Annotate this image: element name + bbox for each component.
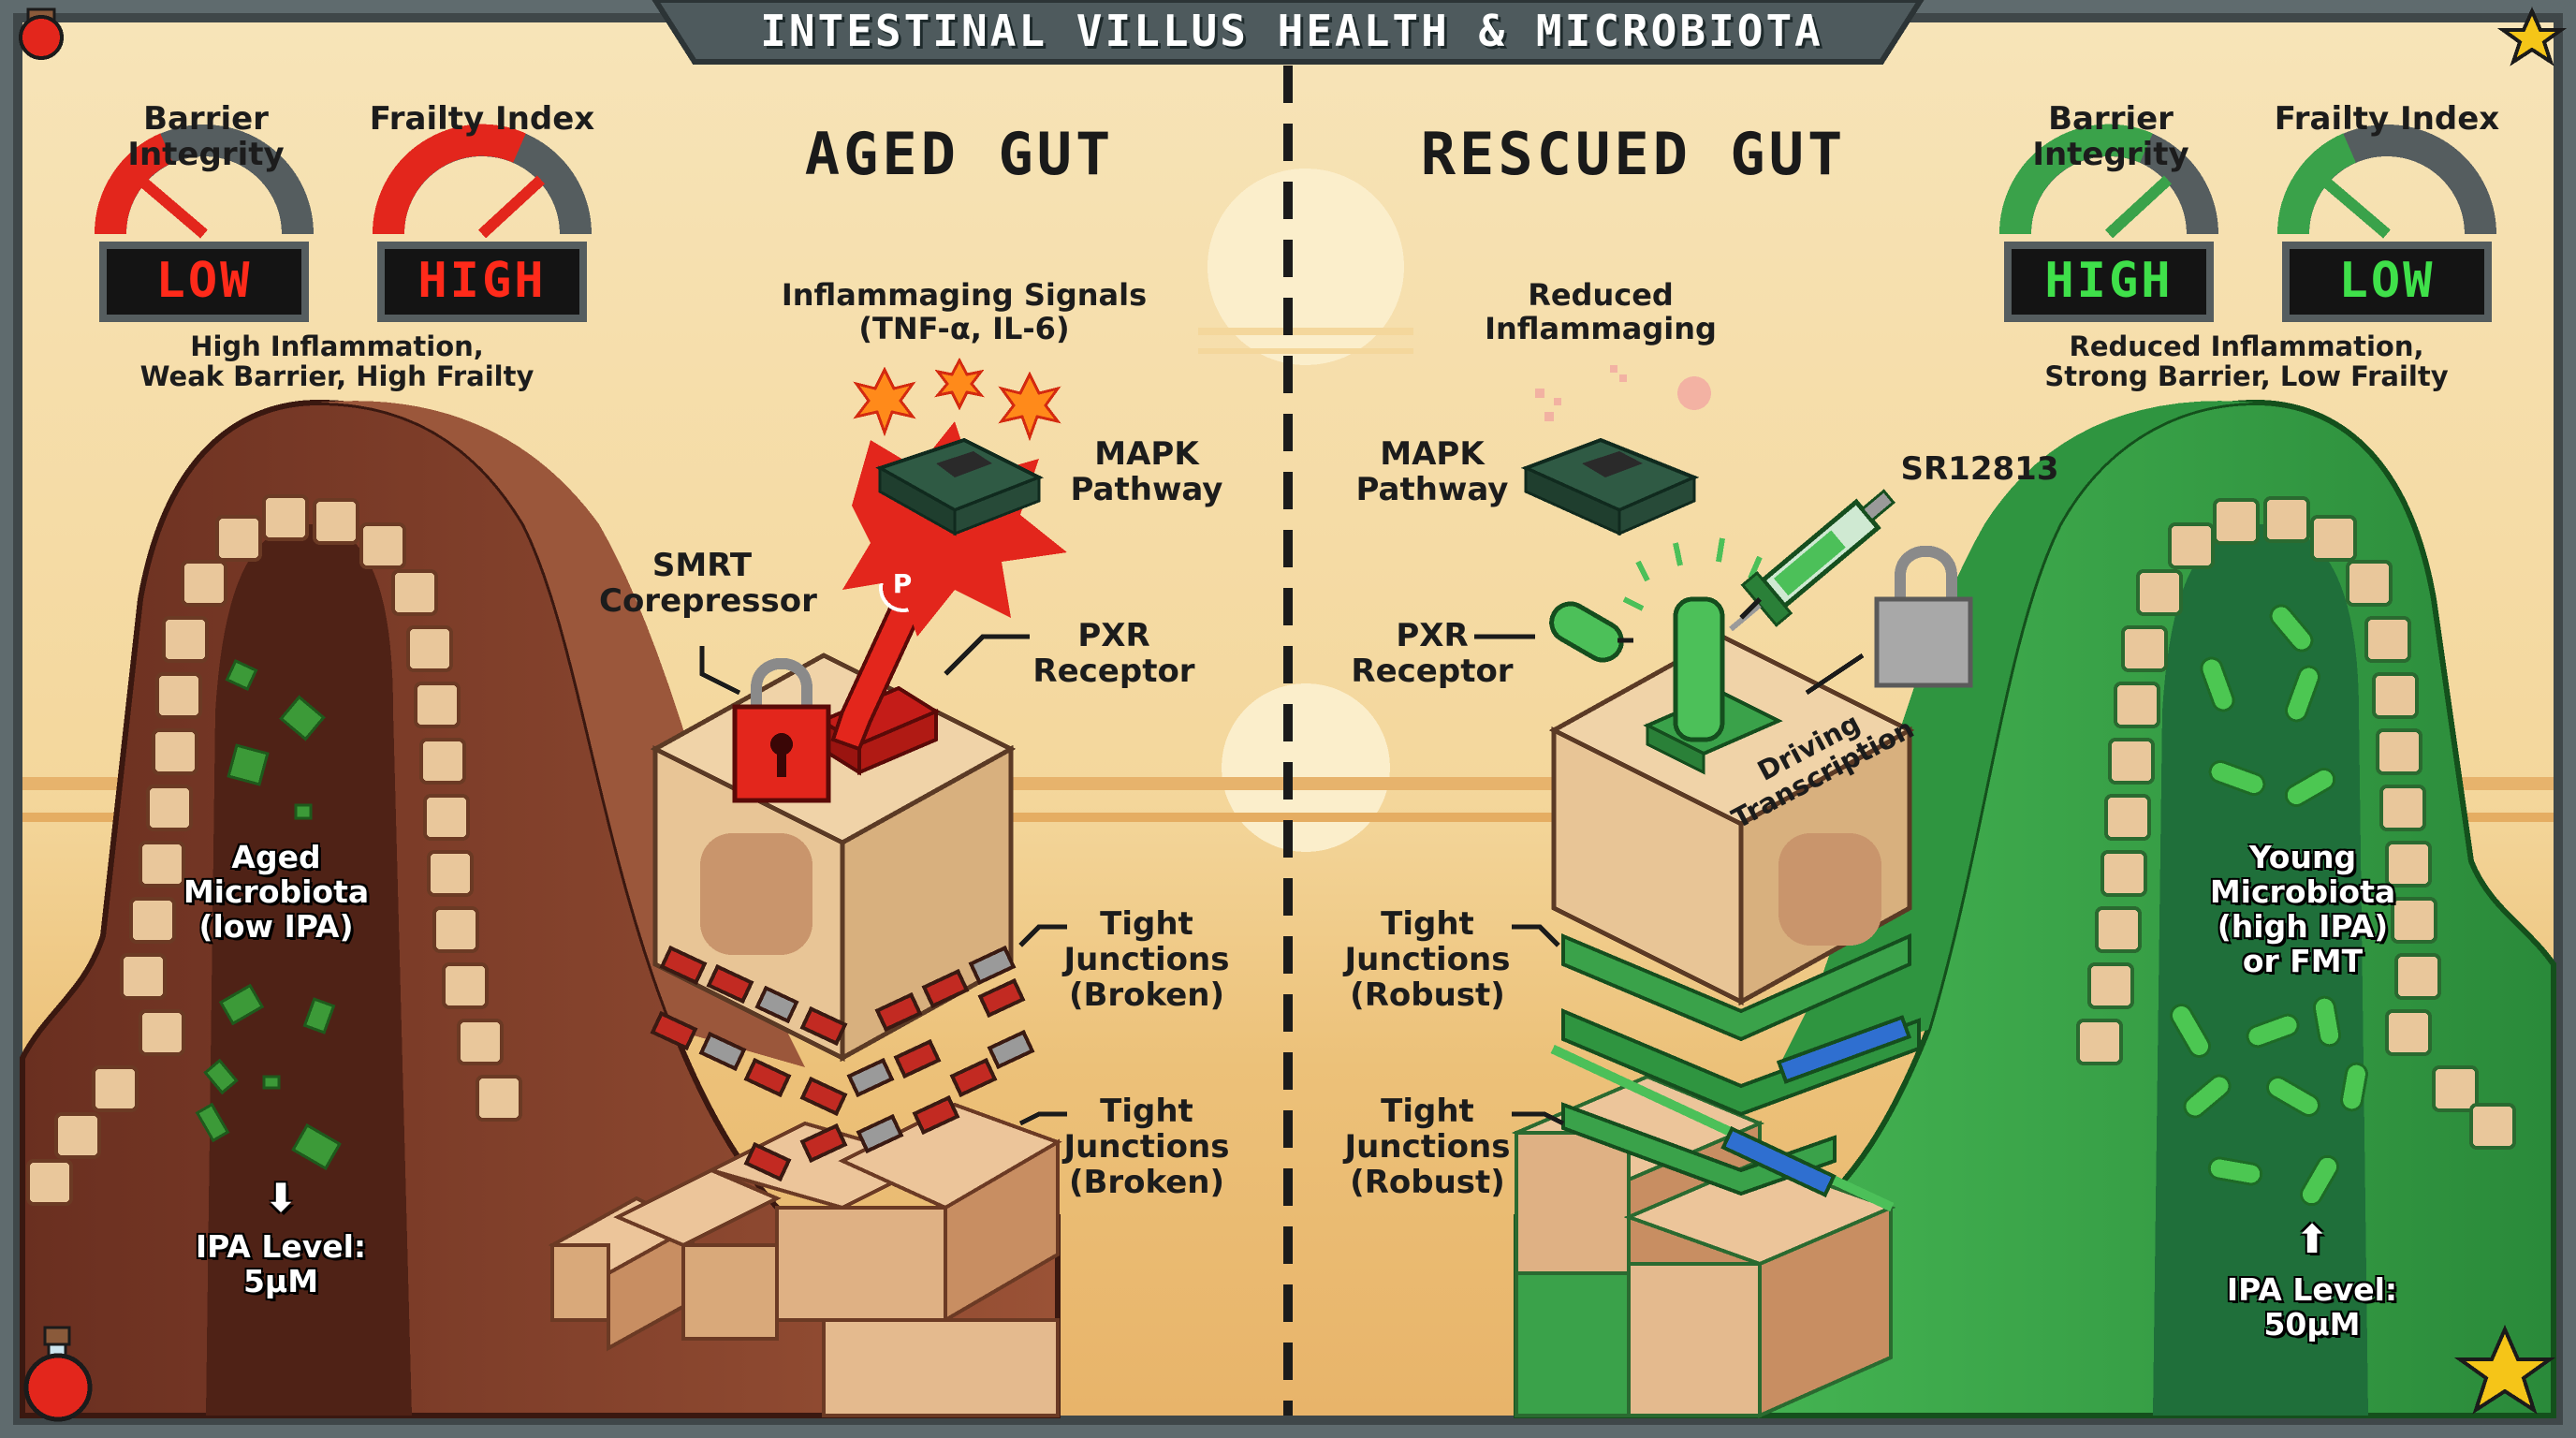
rescued-tj2-label: Tight Junctions (Robust) xyxy=(1339,1093,1516,1200)
rescued-heading: RESCUED GUT xyxy=(1420,120,1847,188)
rescued-signals-label: Reduced Inflammaging xyxy=(1460,277,1741,346)
aged-ipa-line2: 5μM xyxy=(242,1262,319,1299)
gauge-aged-barrier xyxy=(94,125,314,322)
young-microbes xyxy=(2170,604,2368,1207)
aged-ipa-line1: IPA Level: xyxy=(195,1228,367,1265)
young-micro-line1: Young xyxy=(2248,839,2357,875)
aged-micro-line2: Microbiota xyxy=(183,873,370,910)
rescued-ipa-line1: IPA Level: xyxy=(2226,1271,2398,1308)
aged-signals-line2: (TNF-α, IL-6) xyxy=(858,310,1070,346)
aged-tj1-line2: Junctions xyxy=(1063,941,1230,979)
aged-heading: AGED GUT xyxy=(804,120,1115,188)
rescued-tj2-line1: Tight xyxy=(1381,1093,1474,1130)
aged-smrt-line2: Corepressor xyxy=(599,582,817,621)
down-arrow-icon: ⬇ xyxy=(264,1175,298,1221)
leader-lines xyxy=(699,634,1565,1126)
young-micro-line2: Microbiota xyxy=(2209,873,2396,910)
aged-frailty-label: Frailty Index xyxy=(369,100,595,138)
rescued-summary-line2: Strong Barrier, Low Frailty xyxy=(2044,360,2449,393)
faded-bursts xyxy=(1535,365,1711,421)
drug-label: SR12813 xyxy=(1900,450,2059,488)
syringe-icon xyxy=(1729,489,1895,632)
rescued-mapk-label: MAPK Pathway xyxy=(1348,436,1516,507)
aged-tj2-line1: Tight xyxy=(1100,1093,1193,1130)
rescued-tj1-line1: Tight xyxy=(1381,905,1474,943)
aged-summary: High Inflammation, Weak Barrier, High Fr… xyxy=(131,331,543,392)
aged-mapk-chip xyxy=(842,421,1067,637)
aged-signals-line1: Inflammaging Signals xyxy=(781,277,1148,313)
aged-tj2-line3: (Broken) xyxy=(1068,1164,1225,1202)
aged-summary-line1: High Inflammation, xyxy=(190,330,484,362)
gauge-aged-frailty xyxy=(372,124,592,322)
rescued-barrier-label: Barrier Integrity xyxy=(2032,100,2189,174)
rescued-tj1-line2: Junctions xyxy=(1344,941,1511,979)
rescued-pxr-line2: Receptor xyxy=(1351,653,1514,691)
rescued-tj1-line3: (Robust) xyxy=(1350,976,1505,1015)
rescued-barrier-value: HIGH xyxy=(2044,253,2174,309)
rescued-tj1-label: Tight Junctions (Robust) xyxy=(1339,906,1516,1013)
aged-tj1-line3: (Broken) xyxy=(1068,976,1225,1015)
aged-tj1-line1: Tight xyxy=(1100,905,1193,943)
activation-sparks xyxy=(1622,537,1763,611)
rescued-mapk-line1: MAPK xyxy=(1380,435,1485,473)
aged-pxr-label: PXR Receptor xyxy=(1030,618,1198,689)
rescued-frailty-value: LOW xyxy=(2338,253,2436,309)
young-micro-line4: or FMT xyxy=(2242,942,2364,979)
aged-barrier-label: Barrier Integrity xyxy=(127,100,285,174)
aged-tj2-label: Tight Junctions (Broken) xyxy=(1058,1093,1236,1200)
aged-smrt-line1: SMRT xyxy=(651,547,753,584)
aged-tj2-line2: Junctions xyxy=(1063,1128,1230,1167)
gauge-rescued-frailty xyxy=(2276,125,2496,322)
sun-left xyxy=(1198,169,1413,852)
rescued-summary: Reduced Inflammation, Strong Barrier, Lo… xyxy=(2041,331,2452,392)
rescued-frailty-label: Frailty Index xyxy=(2274,100,2500,138)
gauge-rescued-barrier xyxy=(1998,124,2218,322)
young-micro-line3: (high IPA) xyxy=(2217,907,2389,945)
aged-micro-line3: (low IPA) xyxy=(198,907,354,945)
page-title: INTESTINAL VILLUS HEALTH & MICROBIOTA xyxy=(760,6,1823,56)
rescued-signals-line2: Inflammaging xyxy=(1485,310,1717,346)
up-arrow-icon: ⬆ xyxy=(2295,1216,2329,1262)
phospho-badge: P xyxy=(892,568,913,599)
aged-microbes xyxy=(195,658,342,1171)
rescued-lever xyxy=(1643,596,1783,775)
aged-mapk-line2: Pathway xyxy=(1070,471,1223,509)
rescued-tight-junctions xyxy=(1561,932,1921,1197)
rescued-pxr-line1: PXR xyxy=(1396,617,1469,654)
aged-frailty-value: HIGH xyxy=(417,253,547,309)
aged-mapk-label: MAPK Pathway xyxy=(1067,436,1226,507)
rescued-pxr-label: PXR Receptor xyxy=(1348,618,1516,689)
aged-microbiota-label: Aged Microbiota (low IPA) xyxy=(168,839,384,945)
star-icon xyxy=(2453,7,2568,1415)
rescued-ipa-line2: 50μM xyxy=(2263,1305,2361,1343)
aged-pxr-line2: Receptor xyxy=(1032,653,1195,691)
aged-smrt-label: SMRT Corepressor xyxy=(599,547,817,621)
rescued-ipa-label: IPA Level: 50μM xyxy=(2209,1271,2415,1343)
aged-signals-label: Inflammaging Signals (TNF-α, IL-6) xyxy=(768,277,1161,346)
aged-barrier-value: LOW xyxy=(155,253,253,309)
aged-tight-junctions xyxy=(650,945,1035,1182)
aged-ipa-label: IPA Level: 5μM xyxy=(178,1228,384,1299)
aged-villus xyxy=(20,399,1062,1418)
rescued-tj2-line2: Junctions xyxy=(1344,1128,1511,1167)
open-lock-icon xyxy=(1874,545,1973,688)
rescued-tj2-line3: (Robust) xyxy=(1350,1164,1505,1202)
aged-micro-line1: Aged xyxy=(231,839,321,875)
young-microbiota-label: Young Microbiota (high IPA) or FMT xyxy=(2144,839,2462,979)
rescued-signals-line1: Reduced xyxy=(1528,277,1674,313)
aged-pxr-line1: PXR xyxy=(1077,617,1150,654)
aged-tj1-label: Tight Junctions (Broken) xyxy=(1058,906,1236,1013)
lock-icon xyxy=(732,657,831,803)
burst-icon xyxy=(853,357,1061,442)
rescued-summary-line1: Reduced Inflammation, xyxy=(2069,330,2424,362)
ligand-pill xyxy=(1549,601,1624,663)
rescued-mapk-line2: Pathway xyxy=(1355,471,1509,509)
rescued-mapk-chip xyxy=(1520,437,1700,536)
potion-icon xyxy=(19,7,93,1422)
aged-summary-line2: Weak Barrier, High Frailty xyxy=(139,360,534,393)
aged-mapk-line1: MAPK xyxy=(1094,435,1199,473)
